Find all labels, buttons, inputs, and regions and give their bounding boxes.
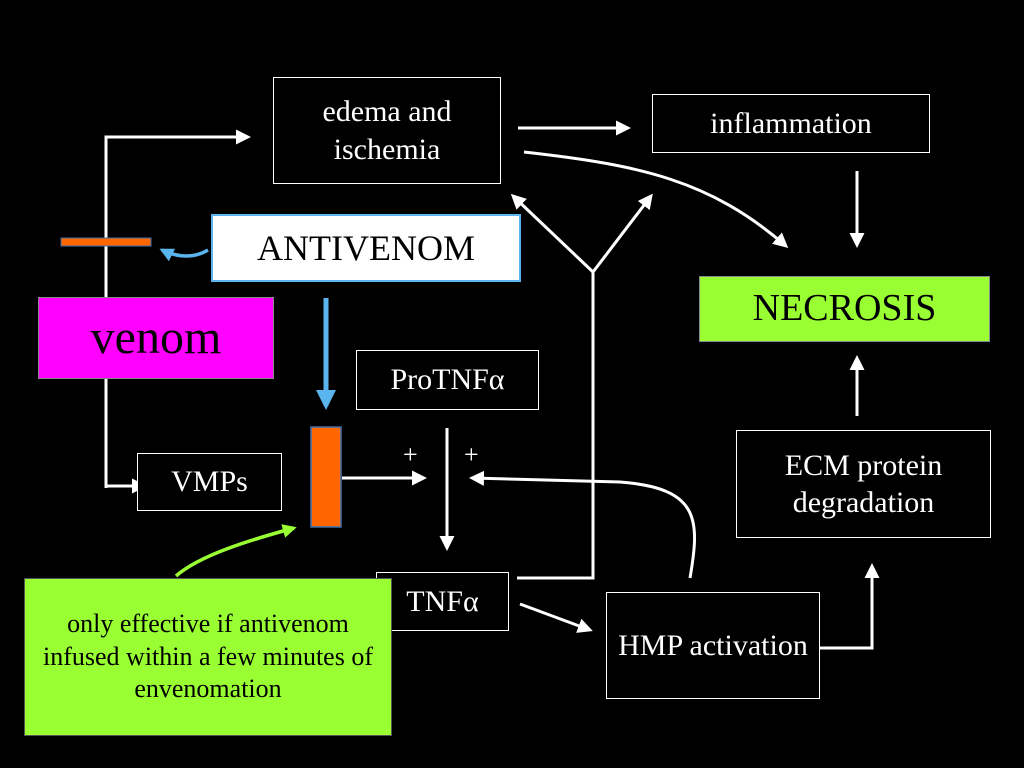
hmp-feedback-arrow [469,470,696,579]
hmp-to-ecm-arrow [800,563,880,650]
edema-to-necrosis-arrow [523,150,789,248]
edema-ischemia-label: edema and ischemia [322,95,452,166]
venom-block-bar [60,237,152,247]
necrosis-label: NECROSIS [752,287,937,330]
note-to-inhibitor-arrow [174,524,297,578]
hmp-box: HMP activation [606,592,820,699]
plus-sign-left: + [403,440,418,469]
vmps-box: VMPs [137,453,282,511]
note-label: only effective if antivenom infused with… [43,609,373,704]
tnf-to-hmp-arrow [519,602,593,633]
tnf-to-edema-arrow [510,193,595,274]
tnf-box: TNFα [376,572,509,631]
venom-label: venom [90,311,222,364]
hmp-label: HMP activation [618,628,808,662]
inflammation-label: inflammation [710,106,872,140]
tnf-to-necrosis-up-arrow [591,193,653,273]
antivenom-label: ANTIVENOM [257,227,475,268]
protnf-box: ProTNFα [356,350,539,410]
antivenom-to-blocker-arrow [159,248,209,262]
tnf-label: TNFα [406,584,479,618]
necrosis-box: NECROSIS [699,276,990,342]
ecm-box: ECM protein degradation [736,430,991,538]
antivenom-box: ANTIVENOM [211,214,521,282]
protnf-label: ProTNFα [390,363,505,397]
vmps-label: VMPs [171,465,248,499]
note-box: only effective if antivenom infused with… [24,578,392,736]
tnf-fork-line [517,272,595,580]
plus-sign-right: + [464,440,479,469]
venom-box: venom [38,297,274,379]
vmp-inhibitor-bar [310,426,342,528]
inflammation-box: inflammation [652,94,930,153]
edema-ischemia-box: edema and ischemia [273,77,501,184]
ecm-label: ECM protein degradation [784,448,943,520]
